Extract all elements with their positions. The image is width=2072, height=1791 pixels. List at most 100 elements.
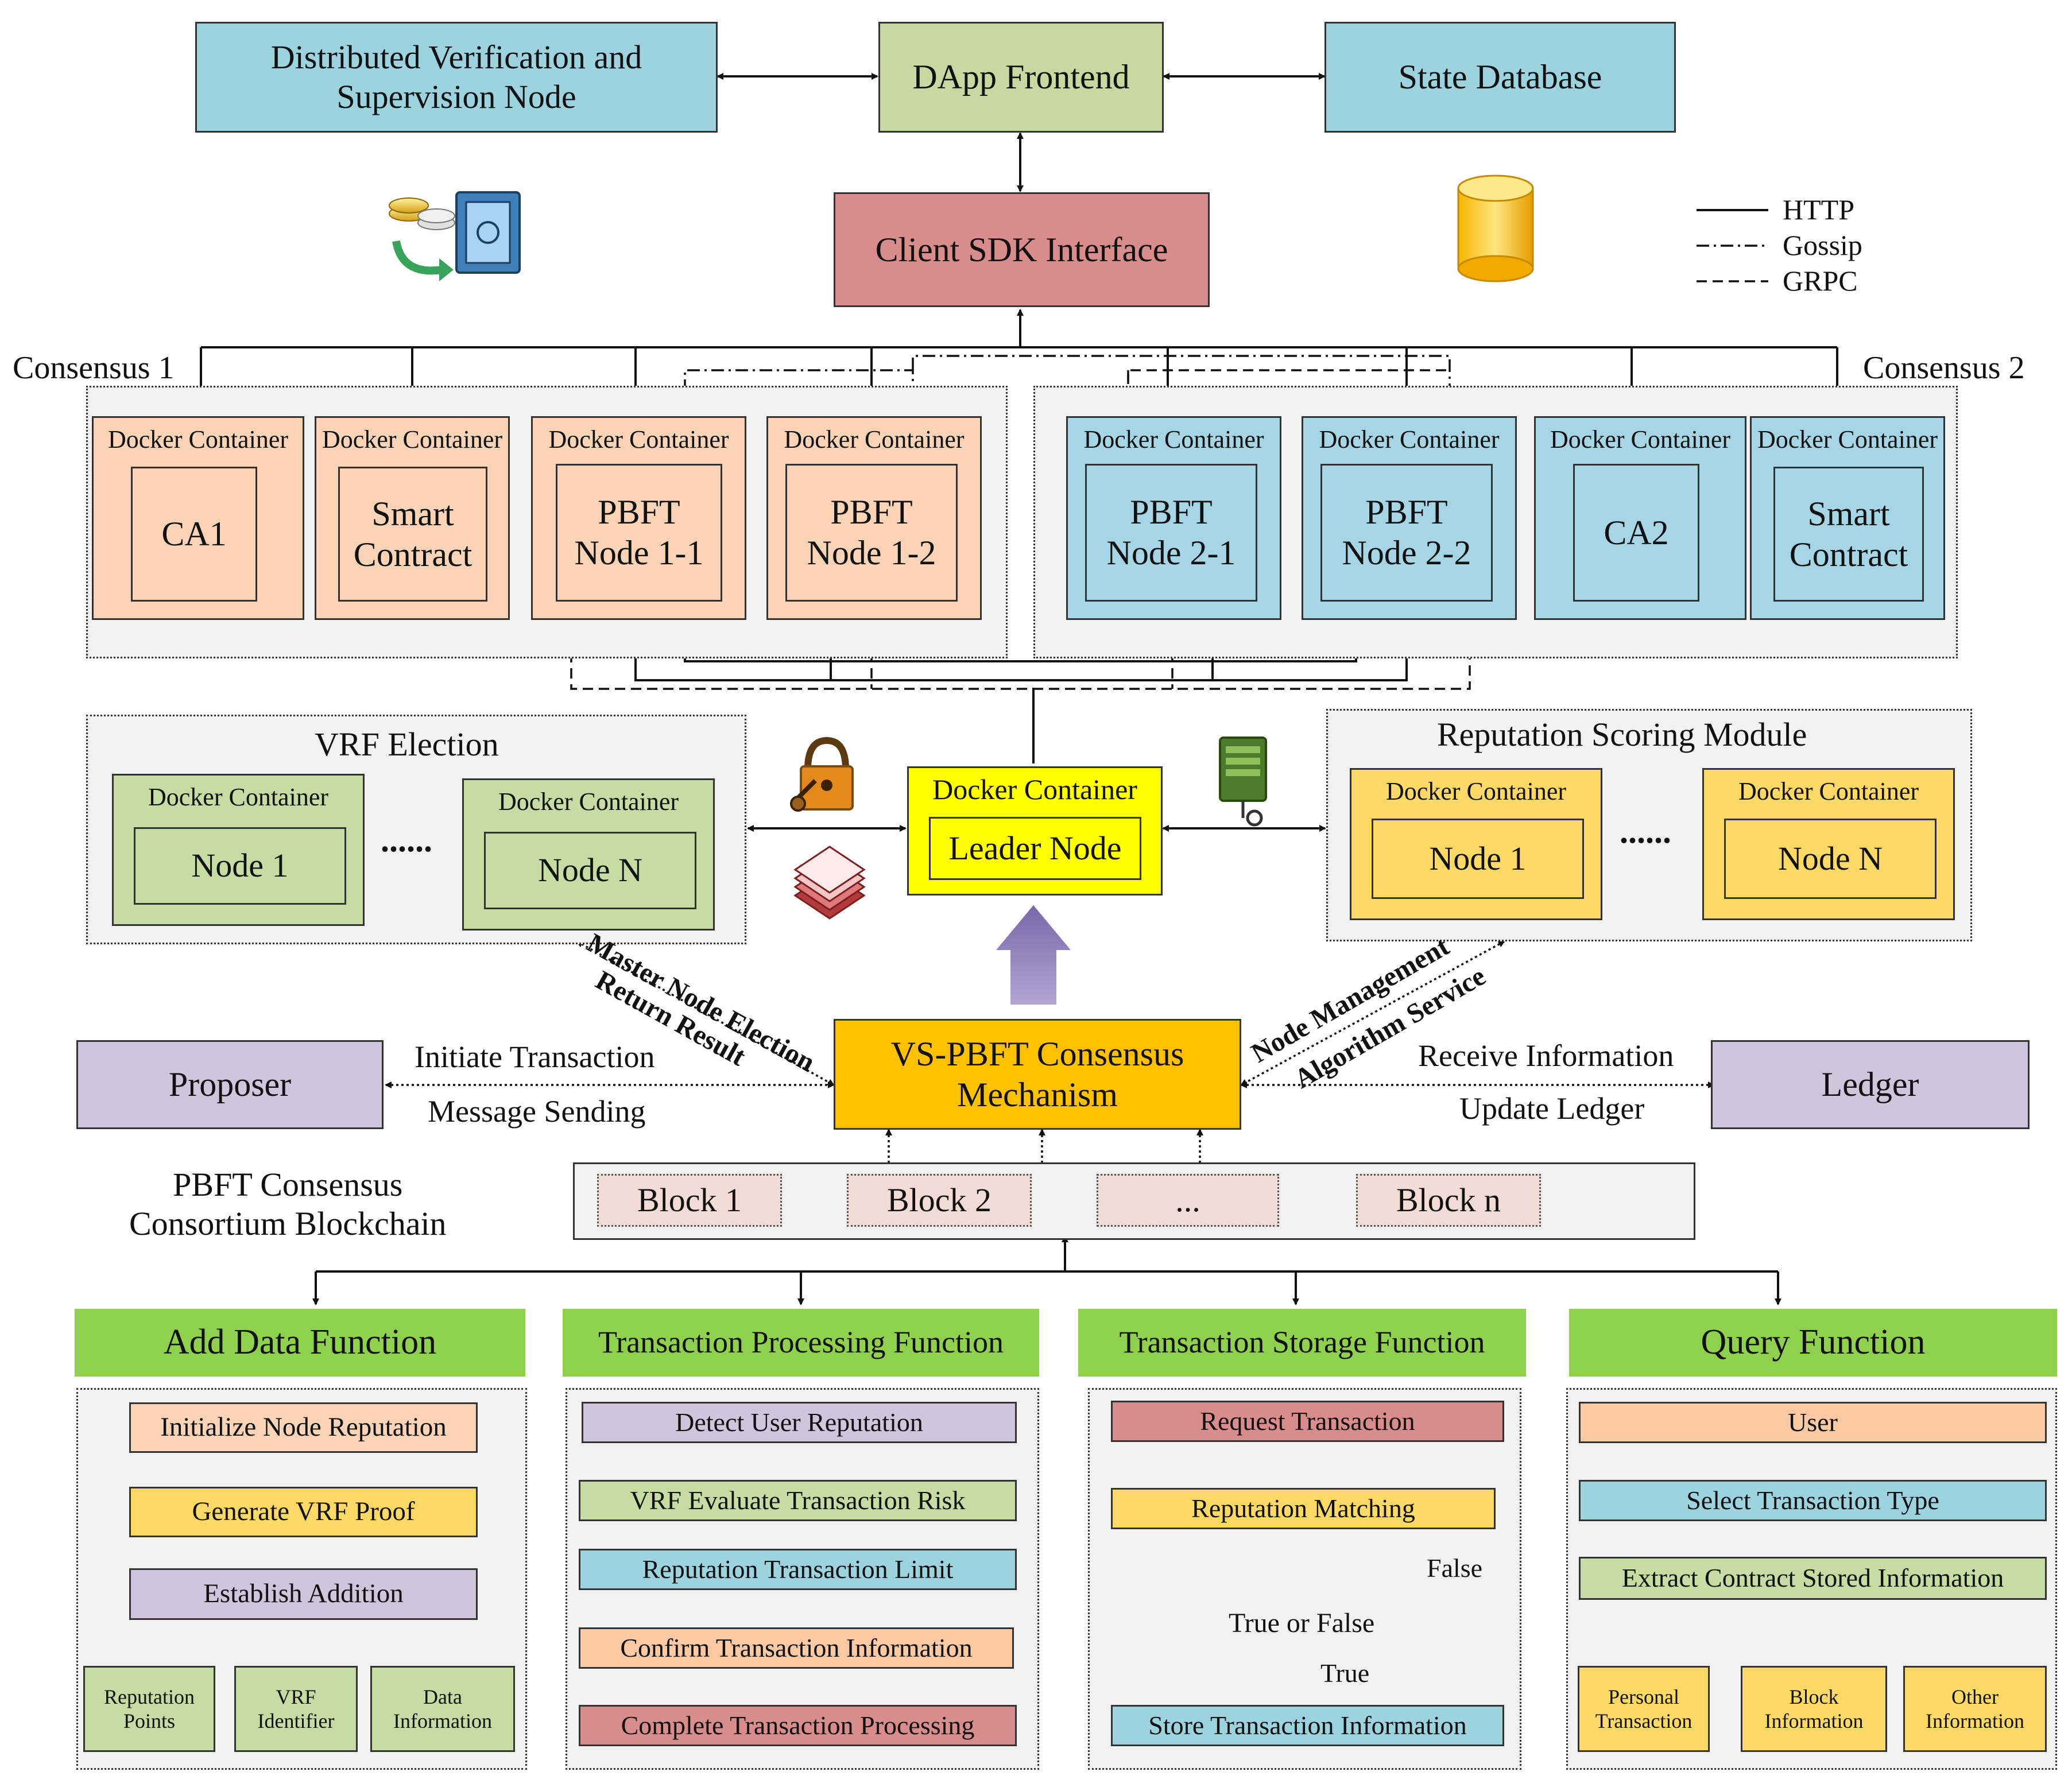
vrf-docker-node-1: Docker Container Node 1 xyxy=(112,774,365,926)
proposer-label: Proposer xyxy=(168,1065,292,1104)
personal-transaction-output: Personal Transaction xyxy=(1578,1666,1710,1752)
block-n-label: Block n xyxy=(1396,1181,1501,1219)
dapp-frontend-label: DApp Frontend xyxy=(912,58,1130,96)
pbft-node-2-2-label: PBFT Node 2-2 xyxy=(1342,493,1471,572)
user-step: User xyxy=(1579,1402,2047,1443)
vrf-node-1-label: Node 1 xyxy=(191,847,289,885)
initialize-node-reputation-step: Initialize Node Reputation xyxy=(129,1402,478,1453)
smart-contract-1-label: Smart Contract xyxy=(353,494,473,573)
legend-http: HTTP xyxy=(1783,193,1854,226)
reputation-scoring-area: Reputation Scoring Module Docker Contain… xyxy=(1326,709,1972,941)
update-ledger-label: Update Ledger xyxy=(1459,1091,1645,1126)
pbft-node-1-2-label: PBFT Node 1-2 xyxy=(807,493,936,572)
reputation-transaction-limit-label: Reputation Transaction Limit xyxy=(642,1554,954,1584)
query-function-label: Query Function xyxy=(1701,1323,1926,1362)
vrf-node-1-box: Node 1 xyxy=(134,827,346,905)
docker-container-pbft-2-2: Docker Container PBFT Node 2-2 xyxy=(1302,416,1517,620)
personal-transaction-label: Personal Transaction xyxy=(1595,1685,1693,1732)
pbft-node-2-1-box: PBFT Node 2-1 xyxy=(1085,464,1257,602)
consensus-2-label: Consensus 2 xyxy=(1863,350,2025,386)
establish-addition-step: Establish Addition xyxy=(129,1568,478,1620)
database-cylinder-icon xyxy=(1457,175,1534,282)
establish-addition-label: Establish Addition xyxy=(203,1579,404,1609)
generate-vrf-proof-label: Generate VRF Proof xyxy=(192,1497,415,1527)
block-n: Block n xyxy=(1356,1174,1541,1227)
extract-contract-info-label: Extract Contract Stored Information xyxy=(1621,1563,2004,1593)
reputation-transaction-limit-step: Reputation Transaction Limit xyxy=(579,1549,1017,1590)
legend-gossip: Gossip xyxy=(1783,229,1862,261)
dvsn-node-box: Distributed Verification and Supervision… xyxy=(195,22,718,133)
ca2-label: CA2 xyxy=(1604,513,1669,552)
select-transaction-type-label: Select Transaction Type xyxy=(1686,1485,1939,1515)
proposer-box: Proposer xyxy=(76,1040,384,1129)
docker-container-pbft-1-2: Docker Container PBFT Node 1-2 xyxy=(766,416,982,620)
docker-container-label: Docker Container xyxy=(784,425,965,453)
initiate-transaction-label: Initiate Transaction xyxy=(415,1040,655,1074)
docker-container-smart-contract-1: Docker Container Smart Contract xyxy=(315,416,510,620)
receive-information-label: Receive Information xyxy=(1418,1038,1674,1073)
docker-container-label: Docker Container xyxy=(322,425,502,453)
vrf-evaluate-risk-label: VRF Evaluate Transaction Risk xyxy=(630,1485,966,1515)
pbft-node-1-2-box: PBFT Node 1-2 xyxy=(785,464,958,602)
vrf-node-n-box: Node N xyxy=(484,832,696,909)
ledger-label: Ledger xyxy=(1821,1065,1919,1104)
docker-container-label: Docker Container xyxy=(1757,425,1938,453)
smart-contract-2-box: Smart Contract xyxy=(1773,467,1924,602)
confirm-transaction-step: Confirm Transaction Information xyxy=(579,1627,1014,1669)
rep-docker-node-n: Docker Container Node N xyxy=(1702,768,1955,920)
consensus-1-label: Consensus 1 xyxy=(13,350,175,386)
coins-safe-icon xyxy=(389,191,521,281)
vrf-election-area: VRF Election Docker Container Node 1 ...… xyxy=(86,715,746,944)
generate-vrf-proof-step: Generate VRF Proof xyxy=(129,1487,478,1537)
pbft-node-2-1-label: PBFT Node 2-1 xyxy=(1106,493,1236,572)
document-stack-icon xyxy=(793,846,866,920)
vrf-docker-node-n: Docker Container Node N xyxy=(462,778,715,931)
query-function-title: Query Function xyxy=(1569,1309,2057,1377)
docker-container-pbft-1-1: Docker Container PBFT Node 1-1 xyxy=(531,416,746,620)
ca1-box: CA1 xyxy=(131,467,257,602)
reputation-matching-label: Reputation Matching xyxy=(1191,1493,1415,1523)
reputation-scoring-title: Reputation Scoring Module xyxy=(1437,716,1807,753)
vrf-evaluate-risk-step: VRF Evaluate Transaction Risk xyxy=(579,1480,1017,1521)
leader-node-label: Leader Node xyxy=(948,829,1122,867)
rep-ellipsis: ...... xyxy=(1620,812,1671,850)
smart-contract-1-box: Smart Contract xyxy=(338,467,487,602)
rep-node-n-label: Node N xyxy=(1777,839,1883,877)
ca1-label: CA1 xyxy=(161,515,227,553)
vrf-node-n-label: Node N xyxy=(537,851,642,889)
extract-contract-info-step: Extract Contract Stored Information xyxy=(1579,1557,2047,1600)
block-information-label: Block Information xyxy=(1764,1685,1864,1732)
block-1-label: Block 1 xyxy=(637,1181,742,1219)
complete-transaction-step: Complete Transaction Processing xyxy=(579,1705,1017,1746)
select-transaction-type-step: Select Transaction Type xyxy=(1579,1480,2047,1521)
rep-node-1-label: Node 1 xyxy=(1429,839,1527,877)
docker-container-label: Docker Container xyxy=(498,788,679,816)
dapp-frontend-box: DApp Frontend xyxy=(878,22,1164,133)
vrf-identifier-label: VRF Identifier xyxy=(257,1685,335,1732)
request-transaction-step: Request Transaction xyxy=(1111,1401,1504,1442)
vs-pbft-box: VS-PBFT Consensus Mechanism xyxy=(834,1019,1241,1130)
docker-container-ca1: Docker Container CA1 xyxy=(92,416,304,620)
detect-user-reputation-step: Detect User Reputation xyxy=(582,1402,1017,1443)
docker-container-label: Docker Container xyxy=(148,783,328,811)
add-data-function-label: Add Data Function xyxy=(163,1323,437,1362)
pbft-node-1-1-box: PBFT Node 1-1 xyxy=(556,464,722,602)
transaction-storage-label: Transaction Storage Function xyxy=(1119,1325,1485,1360)
data-information-output: Data Information xyxy=(370,1666,515,1752)
smart-contract-2-label: Smart Contract xyxy=(1789,494,1908,573)
data-information-label: Data Information xyxy=(393,1685,492,1732)
leader-node-box: Leader Node xyxy=(929,817,1141,880)
purple-up-arrow xyxy=(996,905,1071,1005)
padlock-key-icon xyxy=(790,736,854,812)
pbft-node-2-2-box: PBFT Node 2-2 xyxy=(1320,464,1493,602)
store-transaction-label: Store Transaction Information xyxy=(1148,1710,1467,1740)
state-database-box: State Database xyxy=(1324,22,1676,133)
store-transaction-step: Store Transaction Information xyxy=(1111,1705,1504,1746)
false-label: False xyxy=(1427,1553,1483,1583)
docker-container-label: Docker Container xyxy=(548,425,729,453)
docker-container-label: Docker Container xyxy=(1738,777,1919,805)
docker-container-pbft-2-1: Docker Container PBFT Node 2-1 xyxy=(1066,416,1281,620)
block-ellipsis: ... xyxy=(1097,1174,1279,1227)
block-information-output: Block Information xyxy=(1741,1666,1887,1752)
